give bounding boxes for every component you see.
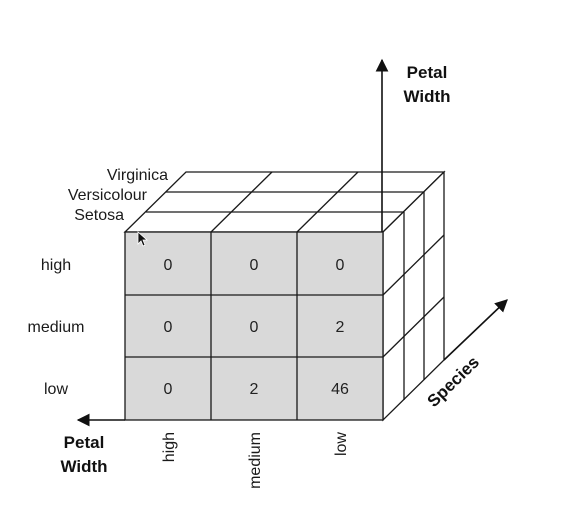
- species-label: Versicolour: [68, 187, 148, 204]
- cell-value: 46: [331, 381, 349, 398]
- row-label: low: [44, 381, 68, 398]
- species-label: Setosa: [74, 207, 124, 224]
- column-label: medium: [247, 432, 264, 489]
- cell-value: 0: [164, 319, 173, 336]
- vertical-axis-title-line1: Petal: [407, 63, 448, 82]
- cell-value: 0: [250, 319, 259, 336]
- cell-value: 0: [164, 381, 173, 398]
- cell-value: 2: [250, 381, 259, 398]
- front-face-grid: [124, 231, 384, 421]
- depth-axis-arrow: [443, 299, 508, 361]
- column-label: high: [161, 432, 178, 462]
- cell-value: 0: [250, 257, 259, 274]
- column-label: low: [333, 432, 350, 456]
- species-label: Virginica: [107, 167, 168, 184]
- mouse-cursor-icon: [137, 231, 149, 247]
- vertical-axis-title-line2: Width: [403, 87, 450, 106]
- horizontal-axis-title-line2: Width: [60, 457, 107, 476]
- cell-value: 2: [336, 319, 345, 336]
- horizontal-axis-title-line1: Petal: [64, 433, 105, 452]
- cell-value: 0: [336, 257, 345, 274]
- row-label: high: [41, 257, 71, 274]
- front-cell-values: 0 0 0 0 0 2 0 2 46: [164, 257, 349, 398]
- row-label: medium: [28, 319, 85, 336]
- cell-value: 0: [164, 257, 173, 274]
